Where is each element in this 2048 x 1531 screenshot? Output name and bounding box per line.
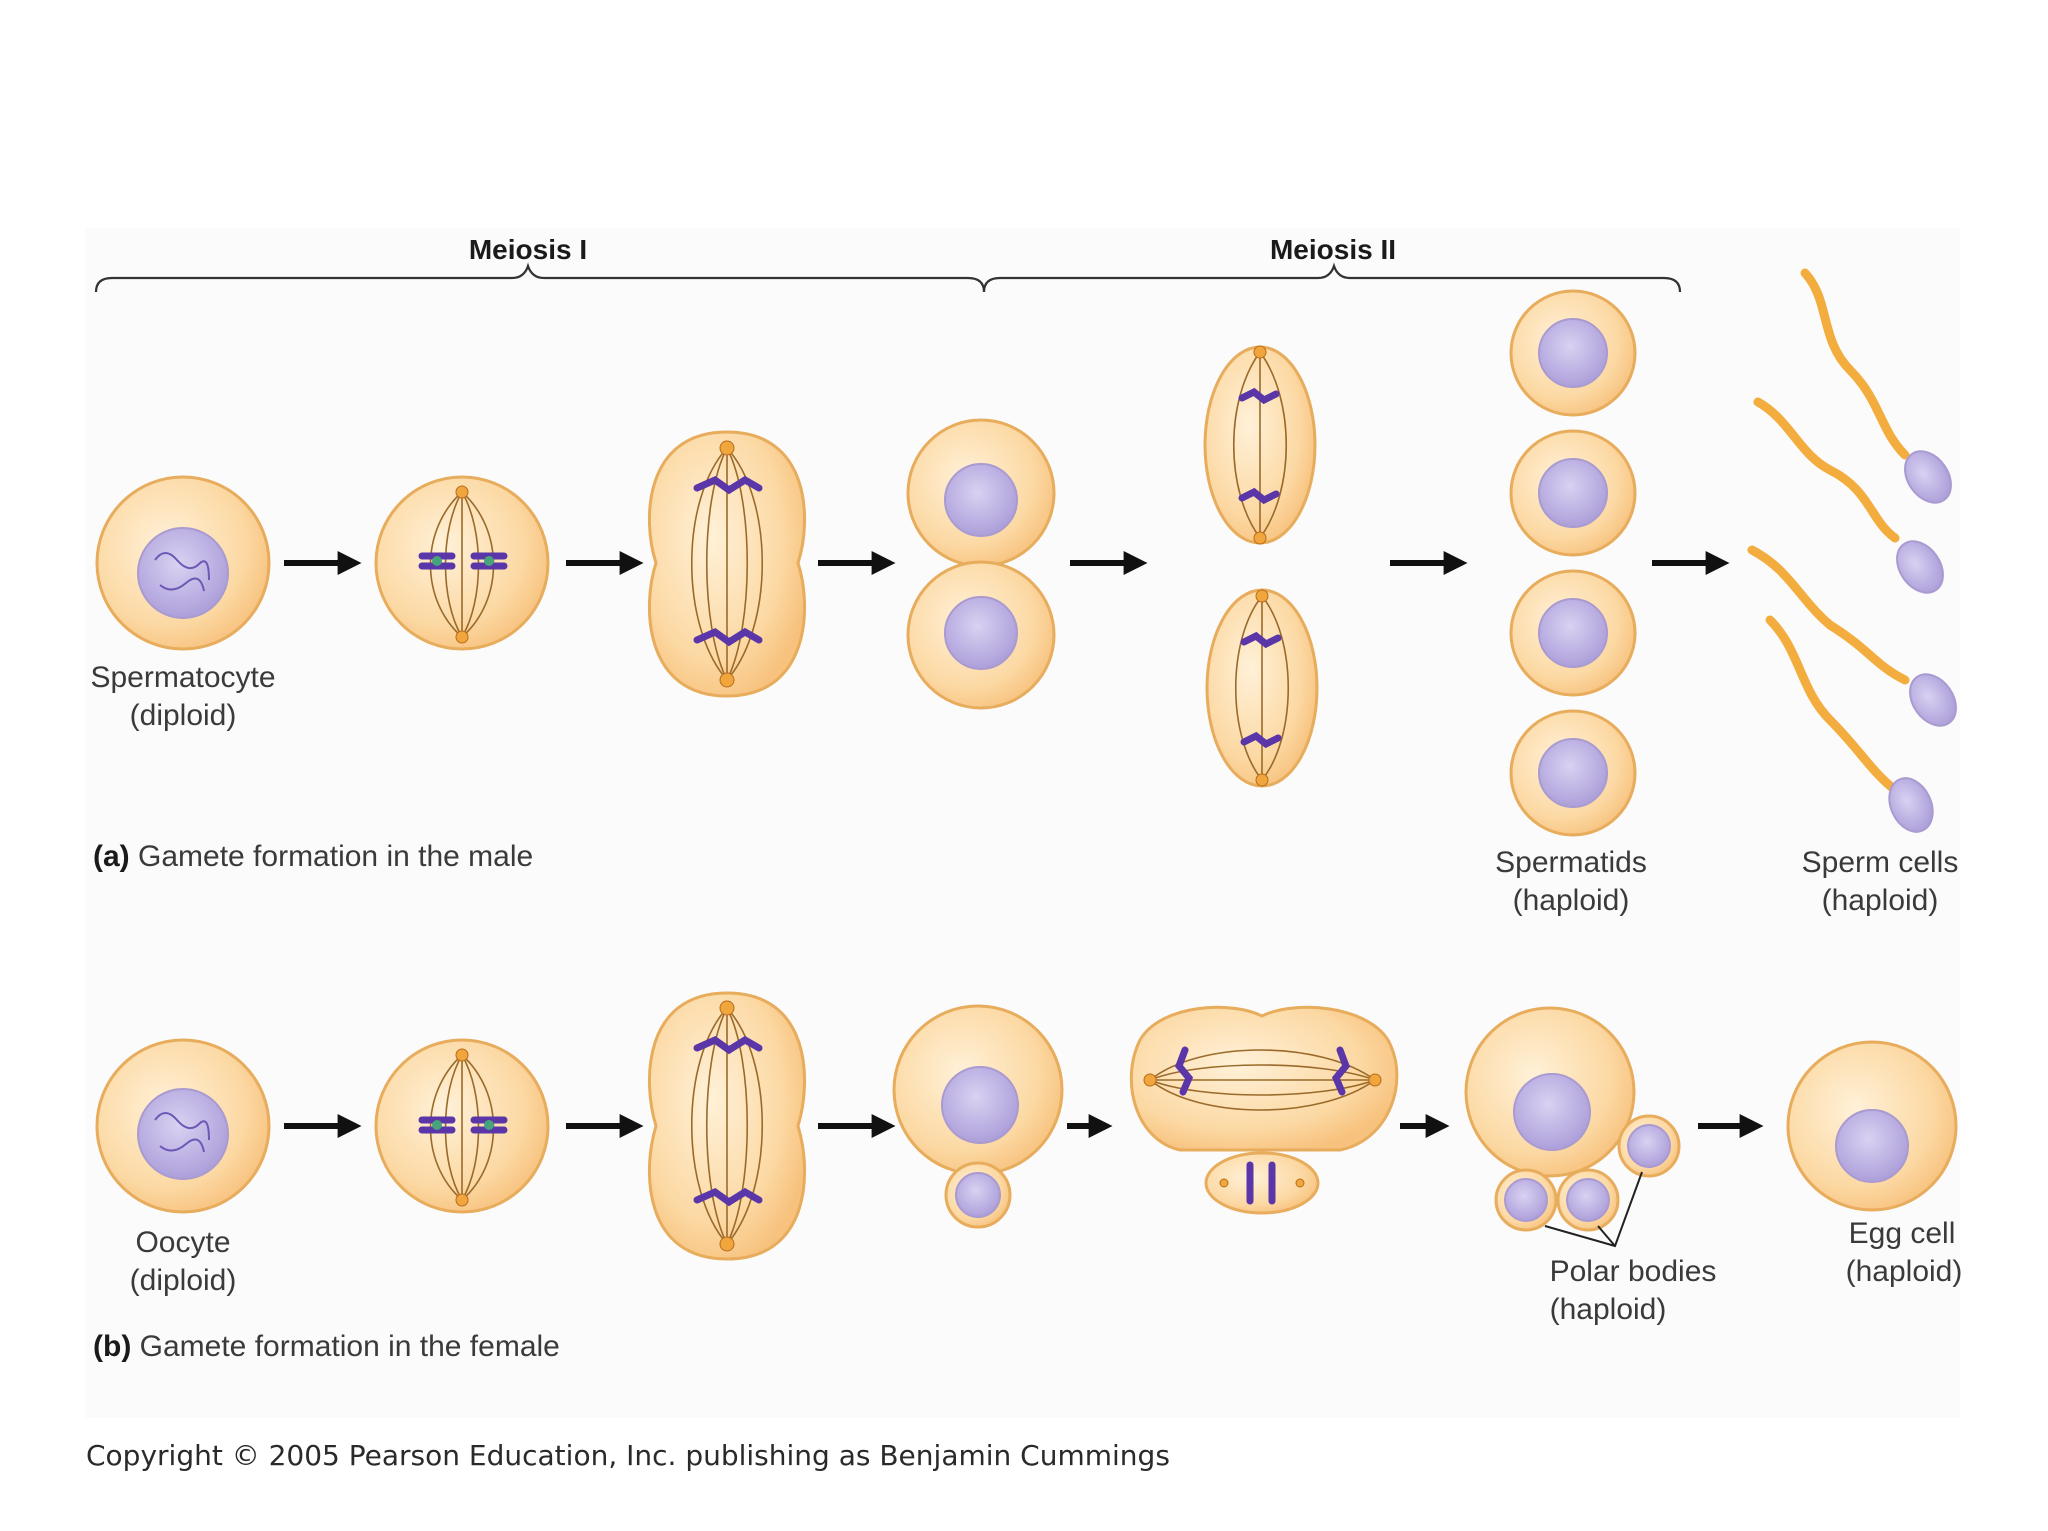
oocyte-ploidy-label: (diploid): [130, 1264, 237, 1297]
female-caption: (b) Gamete formation in the female: [93, 1330, 560, 1363]
male-caption-text: Gamete formation in the male: [130, 840, 534, 873]
egg-cell: [1786, 1040, 1958, 1212]
female-metaphase-1-cell: [374, 1038, 550, 1214]
oocyte-label: Oocyte: [135, 1226, 230, 1259]
egg-cell-label: Egg cell: [1849, 1217, 1956, 1250]
meiosis-2-cells: [1203, 345, 1319, 788]
sperm-cells: [1747, 268, 1957, 833]
meiosis-2-brace: [982, 262, 1682, 293]
metaphase-1-cell: [374, 475, 550, 651]
spermatids: [1509, 289, 1637, 837]
female-row: Oocyte (diploid) Polar bodies (haploid) …: [93, 991, 1963, 1363]
copyright-notice: Copyright © 2005 Pearson Education, Inc.…: [86, 1439, 1170, 1472]
male-caption-letter: (a): [93, 840, 130, 873]
male-caption: (a) Gamete formation in the male: [93, 840, 533, 873]
female-meiosis-2-cells: [1129, 1005, 1399, 1215]
female-meiosis-2-result: [1464, 1006, 1681, 1248]
egg-cell-ploidy-label: (haploid): [1846, 1255, 1963, 1288]
polar-bodies-label: Polar bodies: [1550, 1255, 1717, 1288]
spermatocyte-ploidy-label: (diploid): [130, 699, 237, 732]
female-telophase-1-cells: [892, 1004, 1064, 1229]
polar-bodies-ploidy-label: (haploid): [1550, 1293, 1667, 1326]
spermatids-ploidy-label: (haploid): [1513, 884, 1630, 917]
telophase-1-cells: [906, 418, 1056, 710]
figure-panel: [85, 228, 1960, 1418]
sperm-cells-label: Sperm cells: [1802, 846, 1959, 879]
sperm-cells-ploidy-label: (haploid): [1822, 884, 1939, 917]
meiosis-2-header: Meiosis II: [1270, 234, 1396, 265]
meiosis-1-brace: [94, 262, 986, 293]
female-anaphase-1-cell: [647, 991, 807, 1261]
spermatocyte-label: Spermatocyte: [90, 661, 275, 694]
female-caption-text: Gamete formation in the female: [131, 1330, 560, 1363]
female-caption-letter: (b): [93, 1330, 131, 1363]
anaphase-1-cell: [647, 430, 807, 698]
male-row: Spermatocyte (diploid) Spermatids (haplo…: [90, 268, 1959, 917]
oocyte-cell: [95, 1038, 271, 1214]
meiosis-1-header: Meiosis I: [469, 234, 587, 265]
spermatids-label: Spermatids: [1495, 846, 1647, 879]
spermatocyte-cell: [95, 475, 271, 651]
